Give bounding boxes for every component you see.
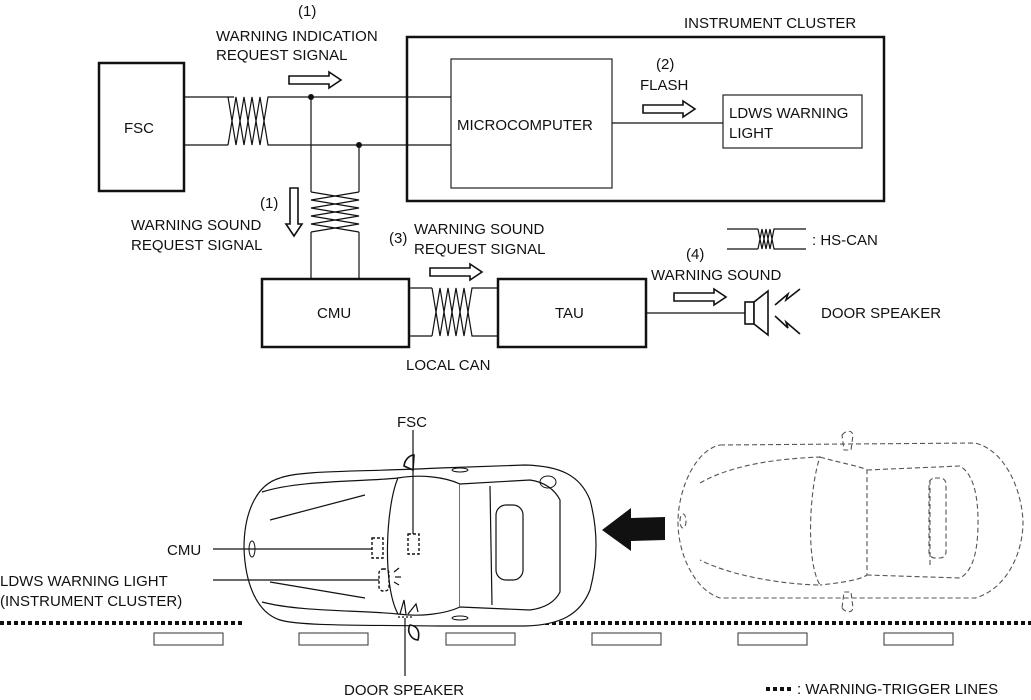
- lane-markings: [153, 632, 954, 646]
- warning-sound-arrow-icon: [673, 287, 728, 307]
- instrument-cluster-label: INSTRUMENT CLUSTER: [684, 15, 856, 32]
- step4-number: (4): [686, 246, 704, 263]
- ldws-warning-light-box: [722, 94, 863, 149]
- vehicle-top-view: [243, 454, 597, 641]
- tau-label: TAU: [555, 305, 584, 322]
- vehicle-ghost-outline: [677, 430, 1024, 613]
- fsc-box: [97, 61, 186, 193]
- vehicle-cmu-label: CMU: [167, 542, 201, 559]
- hs-can-legend-label: : HS-CAN: [812, 232, 878, 249]
- step1b-number: (1): [260, 195, 278, 212]
- local-can-twisted-pair: [409, 287, 498, 337]
- door-speaker-location-marker: [398, 599, 419, 618]
- step1a-line2: REQUEST SIGNAL: [216, 47, 347, 64]
- cmu-label: CMU: [317, 305, 351, 322]
- warning-trigger-legend-label: : WARNING-TRIGGER LINES: [797, 681, 998, 698]
- step3-line2: REQUEST SIGNAL: [414, 241, 545, 258]
- sound-request-arrow-icon: [284, 187, 304, 238]
- light-flash-icon: [393, 567, 401, 586]
- fsc-label: FSC: [124, 120, 154, 137]
- door-speaker-label: DOOR SPEAKER: [821, 305, 941, 322]
- drift-direction-arrow-icon: [602, 508, 665, 551]
- step1a-line1: WARNING INDICATION: [216, 28, 378, 45]
- flash-arrow-icon: [642, 99, 697, 119]
- vehicle-door-speaker-label: DOOR SPEAKER: [344, 682, 464, 699]
- hs-can-twisted-pair-fsc: [184, 96, 451, 146]
- local-can-label: LOCAL CAN: [406, 357, 490, 374]
- step1b-line1: WARNING SOUND: [131, 217, 261, 234]
- step3-line1: WARNING SOUND: [414, 221, 544, 238]
- hs-can-twisted-pair-cmu: [310, 97, 360, 279]
- step3-number: (3): [389, 230, 407, 247]
- step1b-line2: REQUEST SIGNAL: [131, 237, 262, 254]
- indication-arrow-icon: [288, 70, 343, 90]
- speaker-icon: [744, 288, 801, 337]
- ldws-light-label-line2: LIGHT: [729, 125, 773, 142]
- hs-can-legend-symbol: [727, 228, 806, 250]
- step2-label: FLASH: [640, 77, 688, 94]
- sound-signal-arrow-icon: [429, 262, 484, 282]
- step1a-number: (1): [298, 3, 316, 20]
- cmu-location-marker: [371, 537, 384, 559]
- step2-number: (2): [656, 56, 674, 73]
- vehicle-fsc-label: FSC: [397, 414, 427, 431]
- microcomputer-label: MICROCOMPUTER: [457, 117, 593, 134]
- vehicle-ldws-label-line2: (INSTRUMENT CLUSTER): [0, 593, 182, 610]
- vehicle-ldws-label-line1: LDWS WARNING LIGHT: [0, 573, 168, 590]
- step4-label: WARNING SOUND: [651, 267, 781, 284]
- instrument-cluster-box: [405, 35, 886, 203]
- ldws-light-location-marker: [378, 568, 390, 592]
- cmu-box: [260, 277, 411, 349]
- ldws-light-label-line1: LDWS WARNING: [729, 105, 848, 122]
